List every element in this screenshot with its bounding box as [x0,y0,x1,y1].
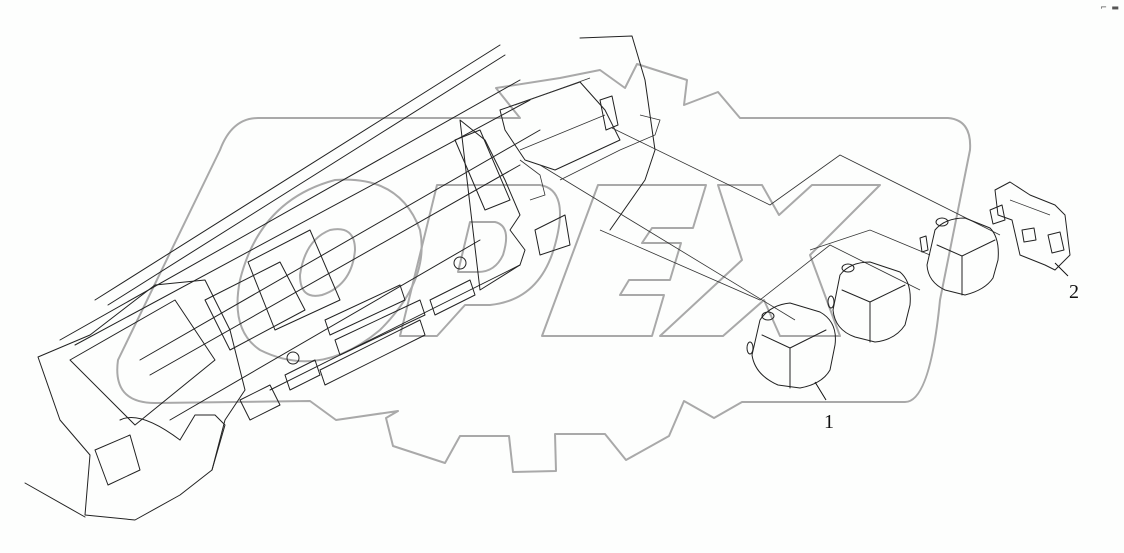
corner-mark: ⌐ ▬ [1100,3,1120,12]
callout-1-leader [814,381,827,401]
dashboard-drawing [24,44,571,521]
callout-2-leader [1054,262,1069,277]
assembly-lines [539,127,1001,321]
relay-3-drawing [919,217,999,296]
callout-label-1: 1 [824,411,834,433]
control-module-drawing [499,35,661,231]
relay-2-drawing [827,261,911,343]
watermark-gear-icon [116,63,972,473]
relay-1-drawing [746,302,836,389]
relay-bracket-drawing [989,181,1071,271]
callout-label-2: 2 [1069,281,1079,303]
